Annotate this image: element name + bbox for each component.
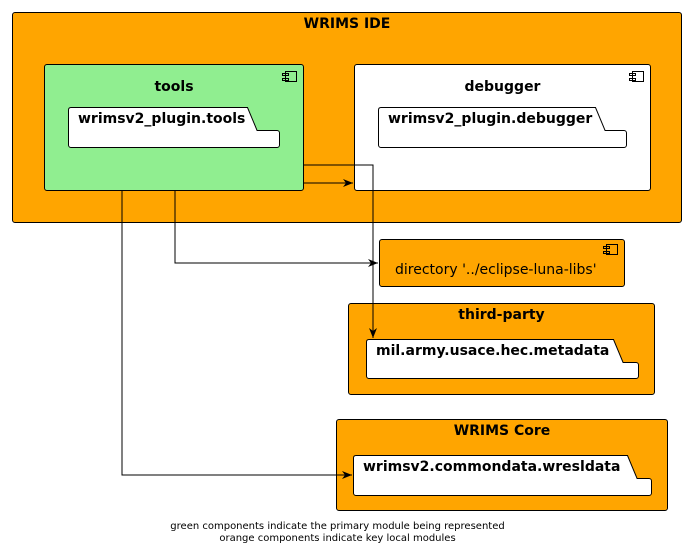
edge-tools-to-eclipse-libs [174,191,378,267]
edge-tools-to-metadata [304,164,377,338]
edge-tools-to-wresldata [121,191,352,479]
third-party-package-label: mil.army.usace.hec.metadata [376,343,610,359]
package-tab [366,339,624,363]
tools-package: wrimsv2_plugin.tools [68,107,280,148]
debugger-title: debugger [464,79,541,95]
package-tab [378,107,606,131]
component-icon [282,71,297,82]
third-party-package: mil.army.usace.hec.metadata [366,339,639,379]
package-tab [68,107,258,131]
tools-title: tools [154,79,194,95]
legend-line-local: orange components indicate key local mod… [219,533,456,544]
eclipse-libs-label: directory '../eclipse-luna-libs' [395,262,597,278]
eclipse-libs-component: directory '../eclipse-luna-libs' [379,239,625,287]
wrims-core-package-label: wrimsv2.commondata.wresldata [363,459,621,475]
wrims-ide-title: WRIMS IDE [303,16,391,32]
debugger-package-label: wrimsv2_plugin.debugger [388,111,593,127]
wrims-core-title: WRIMS Core [453,423,551,439]
debugger-package: wrimsv2_plugin.debugger [378,107,627,148]
component-icon [629,71,644,82]
legend: green components indicate the primary mo… [0,521,675,545]
component-icon [603,244,618,255]
package-tab [353,455,638,479]
wrims-core-package: wrimsv2.commondata.wresldata [353,455,652,496]
tools-package-label: wrimsv2_plugin.tools [78,111,246,127]
legend-line-primary: green components indicate the primary mo… [170,521,505,532]
third-party-title: third-party [458,307,545,323]
